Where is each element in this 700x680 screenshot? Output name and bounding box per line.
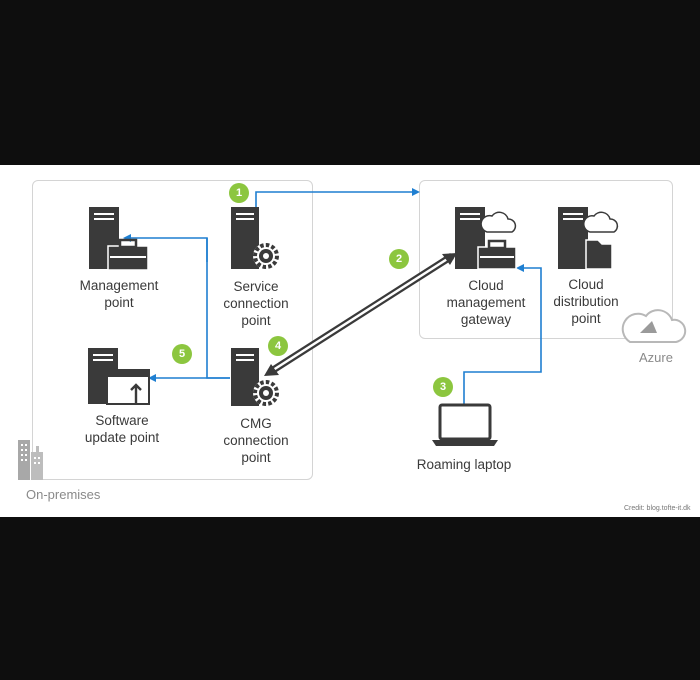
- cmg-connection-point-icon: [231, 348, 279, 406]
- step-badge-1: 1: [229, 183, 249, 203]
- arrow-1-scp-to-azure: [255, 188, 420, 207]
- software-update-point-label: Software update point: [84, 413, 160, 445]
- step-badge-3: 3: [433, 377, 453, 397]
- on-premises-buildings-icon: [18, 440, 43, 480]
- step-badge-2: 2: [389, 249, 409, 269]
- arrow-3-laptop-to-gateway: [463, 264, 542, 404]
- on-premises-label: On-premises: [26, 487, 101, 502]
- management-point-icon: [89, 207, 149, 271]
- service-connection-point-icon: [231, 207, 279, 269]
- on-premises-zone: [32, 180, 313, 480]
- step-badge-4: 4: [268, 336, 288, 356]
- arrow-5-cmg-to-software-update: [148, 238, 230, 382]
- arrow-2-4-tunnel: [264, 253, 457, 376]
- credit-text: Credit: blog.tofte-it.dk: [624, 505, 691, 512]
- step-badge-5: 5: [172, 344, 192, 364]
- cloud-management-gateway-label: Cloud management gateway: [446, 278, 526, 327]
- cmg-connection-point-label: CMG connection point: [223, 416, 289, 465]
- cloud-management-gateway-icon: [455, 207, 517, 270]
- azure-cloud-icon: [621, 309, 687, 343]
- cloud-distribution-point-label: Cloud distribution point: [553, 277, 619, 326]
- cloud-distribution-point-icon: [558, 207, 619, 270]
- software-update-point-icon: [88, 348, 150, 405]
- service-connection-point-label: Service connection point: [223, 279, 289, 328]
- azure-label: Azure: [639, 350, 673, 365]
- laptop-icon: [432, 403, 498, 446]
- roaming-laptop-label: Roaming laptop: [416, 457, 512, 472]
- management-point-label: Management point: [79, 278, 159, 310]
